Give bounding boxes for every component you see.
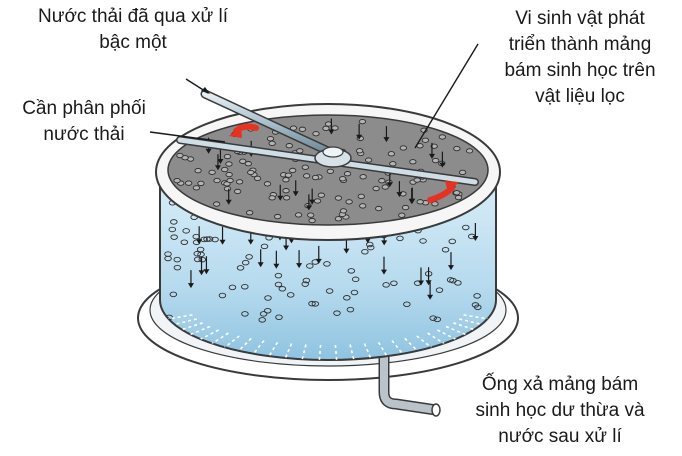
filter-pore xyxy=(246,211,252,215)
filter-pore xyxy=(226,162,232,166)
filter-pore xyxy=(295,213,301,217)
outlet-label-line: nước sau xử lí xyxy=(440,424,680,450)
filter-pore xyxy=(234,189,240,193)
filter-pore xyxy=(439,135,445,139)
filter-pore xyxy=(185,181,191,185)
filter-pore xyxy=(402,205,408,209)
filter-pore xyxy=(365,158,371,162)
filter-pore xyxy=(454,146,460,150)
biofilm-label-line: bám sinh học trên xyxy=(480,58,680,84)
filter-pore xyxy=(267,137,273,141)
filter-pore xyxy=(312,175,318,179)
filter-pore xyxy=(314,199,320,203)
filter-pore xyxy=(309,218,315,222)
filter-pore xyxy=(286,143,292,147)
filter-pore xyxy=(358,194,364,198)
filter-pore xyxy=(209,170,215,174)
filter-pore xyxy=(307,213,313,217)
filter-pore xyxy=(382,185,388,189)
wastewater-input-label-line: Nước thải đã qua xử lí xyxy=(18,4,248,30)
filter-pore xyxy=(335,196,341,200)
filter-pore xyxy=(269,141,275,145)
filter-pore xyxy=(177,153,183,157)
filter-pore xyxy=(248,170,254,174)
filter-pore xyxy=(327,169,333,173)
filter-pore xyxy=(399,213,405,217)
filter-pore xyxy=(323,126,329,130)
filter-pore xyxy=(335,217,341,221)
filter-pore xyxy=(466,149,472,153)
filter-pore xyxy=(289,168,295,172)
filter-pore xyxy=(227,178,233,182)
filter-pore xyxy=(356,149,362,153)
filter-pore xyxy=(274,214,280,218)
filter-pore xyxy=(283,189,289,193)
biofilm-label-line: triển thành mảng xyxy=(480,32,680,58)
filter-pore xyxy=(222,167,228,171)
filter-pore xyxy=(198,181,204,185)
outlet-label-line: Ống xả mảng bám xyxy=(440,372,680,398)
filter-pore xyxy=(410,160,416,164)
filter-pore xyxy=(236,180,242,184)
filter-pore xyxy=(390,162,396,166)
filter-pore xyxy=(269,196,275,200)
filter-pore xyxy=(193,186,199,190)
filter-pore xyxy=(422,138,428,142)
filter-pore xyxy=(224,154,230,158)
filter-pore xyxy=(376,206,382,210)
filter-pore xyxy=(432,158,438,162)
filter-pore xyxy=(224,187,230,191)
filter-pore xyxy=(359,119,365,123)
filter-pore xyxy=(344,172,350,176)
biofilm-label-line: vật liệu lọc xyxy=(480,84,680,110)
filter-pore xyxy=(245,162,251,166)
outlet-label: Ống xả mảng bám sinh học dư thừa và nước… xyxy=(440,372,680,450)
filter-pore xyxy=(455,195,461,199)
filter-pore xyxy=(303,174,309,178)
filter-pore xyxy=(213,202,219,206)
filter-pore xyxy=(318,193,324,197)
filter-pore xyxy=(340,209,346,213)
wastewater-input-label-line: bậc một xyxy=(18,30,248,56)
filter-pore xyxy=(299,127,305,131)
filter-pore xyxy=(346,200,352,204)
filter-pore xyxy=(373,186,379,190)
filter-pore xyxy=(195,168,201,172)
filter-pore xyxy=(297,149,303,153)
filter-pore xyxy=(226,172,232,176)
distributor-arm-label-line: nước thải xyxy=(4,122,164,148)
biofilm-label: Vi sinh vật phát triển thành mảng bám si… xyxy=(480,6,680,110)
filter-pore xyxy=(459,170,465,174)
filter-pore xyxy=(388,152,394,156)
filter-pore xyxy=(360,204,366,208)
distributor-arm-label-line: Cần phân phối xyxy=(4,96,164,122)
tank-rim xyxy=(156,104,500,240)
filter-pore xyxy=(285,173,291,177)
filter-pore xyxy=(283,178,289,182)
wastewater-input-label: Nước thải đã qua xử lí bậc một xyxy=(18,4,248,56)
filter-pore xyxy=(339,177,345,181)
filter-pore xyxy=(360,175,366,179)
filter-pore xyxy=(214,178,220,182)
filter-pore xyxy=(264,182,270,186)
filter-pore xyxy=(417,200,423,204)
filter-pore xyxy=(283,196,289,200)
filter-pore xyxy=(313,132,319,136)
distributor-arm-label: Cần phân phối nước thải xyxy=(4,96,164,148)
filter-pore xyxy=(174,178,180,182)
filter-pore xyxy=(454,191,460,195)
filter-pore xyxy=(379,178,385,182)
filter-pore xyxy=(302,165,308,169)
filter-pore xyxy=(400,146,406,150)
biofilm-label-line: Vi sinh vật phát xyxy=(480,6,680,32)
outlet-label-line: sinh học dư thừa và xyxy=(440,398,680,424)
